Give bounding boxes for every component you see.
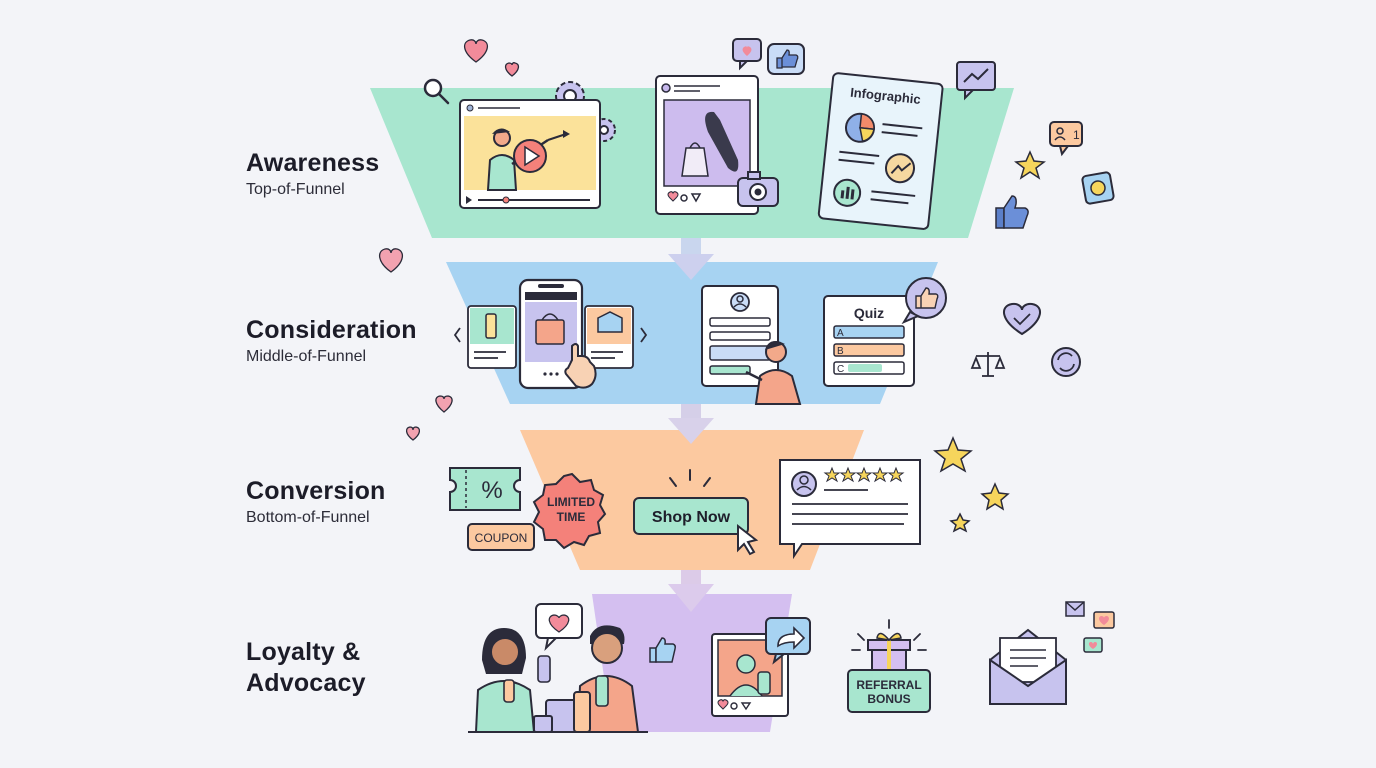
coupon-label: COUPON — [475, 531, 528, 545]
social-post-card — [655, 75, 759, 215]
video-player-card — [459, 99, 601, 209]
infographic-label: Infographic — [850, 85, 922, 107]
referral-line1: REFERRAL — [856, 678, 921, 692]
user-notification-bubble-icon: 1 — [1049, 121, 1083, 157]
stage-conversion: Conversion Bottom-of-Funnel — [246, 476, 386, 529]
down-arrow-icon — [668, 238, 714, 280]
chat-heart-bubble-icon — [732, 38, 762, 71]
heart-check-icon — [1003, 302, 1041, 336]
stage-title: Awareness — [246, 149, 380, 177]
review-card — [779, 459, 921, 560]
coupon-ticket: % — [449, 467, 521, 511]
star-icon — [949, 512, 971, 533]
email-envelope-icon — [989, 628, 1067, 705]
heart-icon — [405, 426, 421, 441]
heart-icon — [435, 395, 453, 413]
refresh-cycle-icon — [1051, 347, 1081, 377]
referral-line2: BONUS — [867, 692, 910, 706]
thumbs-up-icon — [995, 195, 1029, 229]
click-spark-lines — [669, 469, 711, 487]
limited-time-line1: LIMITED — [547, 495, 595, 509]
stage-title: Consideration — [246, 316, 417, 344]
stage-consideration: Consideration Middle-of-Funnel — [246, 315, 417, 368]
gift-icon — [867, 632, 911, 673]
heart-icon — [667, 191, 679, 202]
play-button-icon — [513, 139, 547, 173]
stage-title-line2: Advocacy — [246, 669, 366, 697]
thumbs-up-bubble-icon — [767, 43, 805, 75]
person-illustration — [745, 341, 802, 405]
stage-loyalty-advocacy: Loyalty & Advocacy — [246, 637, 366, 699]
mouse-cursor-icon — [737, 523, 759, 556]
product-carousel — [453, 278, 648, 390]
stage-subtitle: Middle-of-Funnel — [246, 348, 367, 365]
stage-awareness: Awareness Top-of-Funnel — [246, 148, 379, 201]
stage-subtitle: Top-of-Funnel — [246, 181, 345, 198]
star-icon — [933, 436, 973, 473]
heart-icon — [379, 248, 403, 273]
down-arrow-icon — [668, 570, 714, 612]
thumbs-up-bubble-icon — [901, 277, 947, 325]
trend-chart-bubble-icon — [956, 61, 996, 101]
smartphone-icon — [518, 278, 584, 390]
chevron-right-icon — [640, 327, 648, 343]
shop-now-button[interactable]: Shop Now — [633, 497, 749, 535]
quiz-option-c: C — [837, 364, 844, 375]
quiz-title: Quiz — [854, 305, 884, 321]
coupon-percent-symbol: % — [481, 477, 502, 504]
pointing-hand-icon — [564, 343, 597, 389]
down-arrow-icon — [668, 404, 714, 444]
heart-icon — [504, 62, 520, 77]
customers-illustration — [468, 603, 648, 733]
quiz-option-b: B — [837, 346, 844, 357]
stage-title-line1: Loyalty & — [246, 638, 361, 666]
coupon-tag: COUPON — [467, 523, 535, 551]
infographic-card: Infographic — [817, 72, 944, 230]
thumbs-up-icon — [649, 637, 676, 663]
star-icon — [1014, 150, 1046, 180]
stage-title: Conversion — [246, 477, 386, 505]
chevron-left-icon — [453, 327, 461, 343]
search-icon — [423, 78, 450, 105]
limited-time-line2: TIME — [557, 510, 586, 524]
shared-photo-card — [711, 633, 789, 717]
rating-stars — [823, 466, 905, 483]
star-icon — [980, 482, 1010, 511]
shop-now-label: Shop Now — [652, 509, 731, 526]
balance-scale-icon — [970, 352, 1006, 377]
quiz-card: Quiz A B C — [823, 295, 915, 387]
smiley-badge-icon — [1081, 171, 1115, 205]
share-arrow-bubble-icon — [765, 617, 811, 665]
notification-count: 1 — [1073, 128, 1080, 142]
mini-heart-bubble-icon — [1083, 637, 1103, 653]
signup-form-card — [701, 285, 779, 387]
limited-time-badge: LIMITED TIME — [532, 472, 607, 550]
stage-subtitle: Bottom-of-Funnel — [246, 509, 370, 526]
mini-mail-icon — [1065, 601, 1085, 617]
camera-icon — [737, 171, 779, 207]
mini-heart-bubble-icon — [1093, 611, 1115, 629]
referral-bonus-badge: REFERRAL BONUS — [847, 619, 931, 713]
heart-icon — [464, 39, 488, 63]
quiz-option-a: A — [837, 328, 844, 339]
